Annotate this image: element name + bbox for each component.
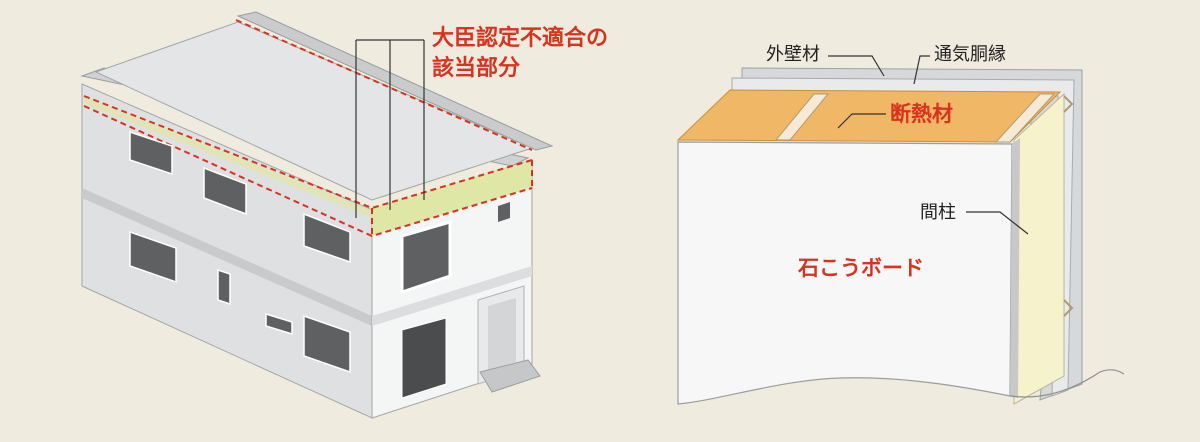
nonconforming-strip-front [372,160,532,236]
front-door [401,317,447,399]
side-windows-lower [129,230,351,374]
wall-section-illustration [676,55,1125,405]
house-front-floor-band [372,266,532,326]
entrance-opening [488,298,516,370]
callout-title-line1: 大臣認定不適合の [432,26,609,51]
callout-title-line2: 該当部分 [432,56,521,81]
stud-markers [1063,95,1074,317]
house-floor-band [82,188,372,326]
gypsum-board-edge [1010,138,1020,398]
side-windows-upper [129,130,351,264]
label-stud: 間柱 [920,202,956,223]
front-window-small [498,202,510,222]
label-gypsum-board: 石こうボード [798,256,924,280]
stud-tops [774,93,1056,143]
label-exterior-cladding: 外壁材 [766,44,820,65]
gypsum-board-face [677,141,1013,405]
house-roof [94,21,534,201]
section-cut-edge [1009,369,1125,398]
nonconforming-dashed-outline [83,19,533,238]
entrance-step [479,359,541,393]
house-parapet-back [236,11,554,151]
wall-leader-lines [828,55,1029,235]
wall-cavity [1013,92,1065,405]
insulation-top [676,89,1062,143]
nonconforming-strip-side [84,96,372,218]
label-insulation: 断熱材 [890,102,953,126]
front-window-upper [400,220,452,295]
label-ventilation-furring: 通気胴縁 [934,44,1006,65]
callout-leader-lines [355,39,425,218]
house-illustration [80,11,554,419]
